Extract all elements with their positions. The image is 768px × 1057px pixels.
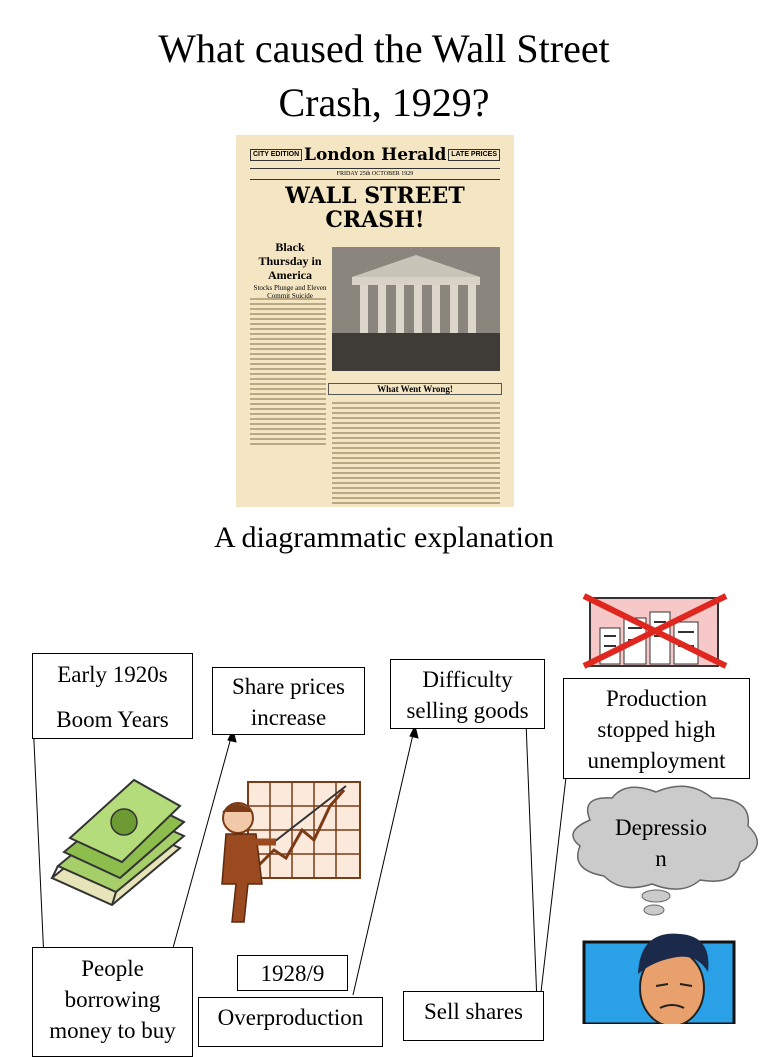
thought-bubble (572, 785, 758, 916)
difficulty-line-1: Difficulty (422, 667, 513, 692)
newspaper-headline: WALL STREET CRASH! (250, 184, 500, 232)
side-subhead: Stocks Plunge and Eleven Commit Suicide (253, 284, 327, 300)
sell-shares-box: Sell shares (403, 991, 544, 1041)
borrowing-line-2: borrowing (64, 987, 161, 1012)
title-line-1: What caused the Wall Street (158, 26, 610, 71)
money-icon (50, 778, 186, 907)
borrowing-line-1: People (81, 956, 144, 981)
difficulty-line-2: selling goods (406, 698, 529, 723)
presenter-chart-icon (221, 781, 361, 923)
depression-label-line1: Depressio (615, 815, 707, 840)
depression-label: Depressio n (596, 812, 726, 874)
sell-shares-label: Sell shares (423, 999, 523, 1024)
headline-line-1: WALL STREET (285, 183, 465, 209)
share-prices-box: Share prices increase (212, 667, 365, 735)
share-prices-line-1: Share prices (231, 674, 346, 699)
production-stopped-box: Production stopped high unemployment (563, 678, 750, 779)
newspaper-name: London Herald (304, 145, 447, 165)
difficulty-selling-box: Difficulty selling goods (390, 659, 545, 729)
newspaper-text-column (250, 295, 326, 448)
crossed-factory-icon (582, 593, 728, 669)
boom-years-box: Early 1920s Boom Years (32, 653, 193, 739)
stock-exchange-photo (332, 247, 500, 371)
newspaper-columns (332, 399, 500, 507)
diagram-subtitle: A diagrammatic explanation (214, 521, 554, 554)
production-line-2: stopped high (597, 717, 716, 742)
headline-line-2: CRASH! (325, 207, 425, 233)
boom-line-1: Early 1920s (57, 662, 168, 687)
edition-tag: CITY EDITION (250, 149, 303, 161)
worried-man-icon (582, 933, 736, 1024)
prices-tag: LATE PRICES (448, 149, 500, 161)
share-prices-line-2: increase (250, 705, 327, 730)
newspaper-section-title: What Went Wrong! (328, 383, 502, 395)
newspaper-image: CITY EDITION London Herald LATE PRICES F… (236, 135, 514, 507)
newspaper-side-story: Black Thursday in America Stocks Plunge … (250, 240, 330, 300)
newspaper-masthead: CITY EDITION London Herald LATE PRICES (250, 145, 500, 169)
production-line-3: unemployment (587, 748, 726, 773)
overproduction-box: Overproduction (198, 997, 383, 1047)
boom-line-2: Boom Years (56, 707, 169, 732)
page-title: What caused the Wall Street Crash, 1929? (0, 22, 768, 130)
stock-exchange-photo-art (332, 247, 500, 371)
side-headline: Black Thursday in America (258, 240, 322, 282)
depression-label-line2: n (655, 846, 667, 871)
title-line-2: Crash, 1929? (278, 80, 490, 125)
production-line-1: Production (606, 686, 707, 711)
people-borrowing-box: People borrowing money to buy (32, 947, 193, 1057)
borrowing-line-3: money to buy (49, 1018, 176, 1043)
year-box: 1928/9 (237, 955, 348, 991)
overproduction-label: Overproduction (217, 1005, 364, 1030)
diagram-illustrations (32, 593, 758, 1024)
newspaper-date: FRIDAY 25th OCTOBER 1929 (250, 169, 500, 180)
year-label: 1928/9 (260, 961, 325, 986)
